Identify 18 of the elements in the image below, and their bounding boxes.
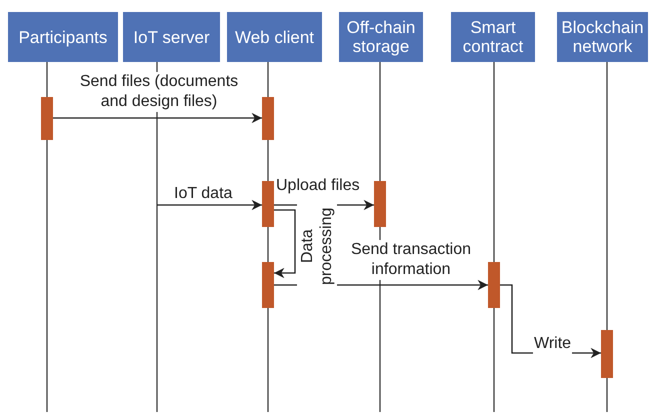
participant-header: Off-chain storage bbox=[339, 12, 423, 62]
arrow bbox=[274, 209, 296, 278]
activation-bar bbox=[488, 262, 500, 308]
activation-bar bbox=[601, 330, 613, 378]
activation-bar bbox=[262, 97, 274, 140]
edge-label: Upload files bbox=[275, 176, 361, 196]
edge-label: Write bbox=[533, 334, 572, 354]
arrow bbox=[53, 112, 262, 124]
arrow bbox=[157, 200, 262, 210]
participant-header: IoT server bbox=[123, 12, 220, 62]
activation-bar bbox=[374, 181, 386, 227]
participant-header: Web client bbox=[227, 12, 322, 62]
participant-header: Blockchain network bbox=[557, 12, 648, 62]
activation-bar bbox=[262, 181, 274, 227]
activation-bar bbox=[262, 262, 274, 308]
activation-bar bbox=[41, 97, 53, 140]
participant-header: Participants bbox=[8, 12, 118, 62]
participant-header: Smart contract bbox=[451, 12, 535, 62]
